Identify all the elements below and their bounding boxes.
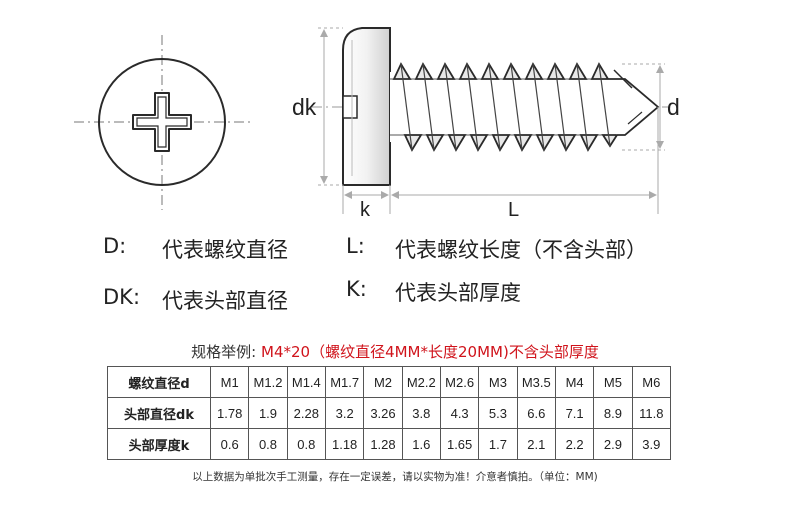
- table-cell: 3.26: [363, 397, 403, 429]
- table-cell: 2.1: [516, 428, 556, 460]
- table-cell: 0.8: [286, 428, 326, 460]
- spec-table: 螺纹直径d M1 M1.2 M1.4 M1.7 M2 M2.2 M2.6 M3 …: [107, 366, 672, 460]
- table-cell: 1.18: [324, 428, 365, 460]
- legend-k-key: K:: [346, 277, 367, 301]
- table-cell: 1.78: [209, 397, 250, 429]
- col-m2: M2: [363, 366, 403, 398]
- legend-d-key: D:: [103, 234, 127, 258]
- measurement-note: 以上数据为单批次手工测量，存在一定误差，请以实物为准！介意者慎拍。（单位：MM): [192, 471, 598, 483]
- head-top-view: [74, 35, 252, 210]
- threaded-shank: [390, 62, 660, 152]
- table-row: 头部厚度k 0.6 0.8 0.8 1.18 1.28 1.6 1.65 1.7…: [107, 428, 672, 460]
- table-cell: 3.8: [401, 397, 441, 429]
- row-label-k: 头部厚度k: [107, 428, 211, 460]
- d-label: d: [667, 94, 680, 120]
- table-row: 头部直径dk 1.78 1.9 2.28 3.2 3.26 3.8 4.3 5.…: [107, 397, 672, 429]
- table-header-row: 螺纹直径d M1 M1.2 M1.4 M1.7 M2 M2.2 M2.6 M3 …: [107, 366, 672, 398]
- screw-head-side: [342, 27, 391, 186]
- col-m3-5: M3.5: [516, 366, 556, 398]
- table-cell: 6.6: [516, 397, 556, 429]
- screw-drawing: dk d k L: [74, 27, 680, 221]
- table-cell: 4.3: [439, 397, 480, 429]
- table-cell: 3.2: [324, 397, 365, 429]
- table-cell: 1.7: [478, 428, 518, 460]
- col-m1-2: M1.2: [248, 366, 288, 398]
- table-cell: 0.6: [209, 428, 250, 460]
- row-label-dk: 头部直径dk: [107, 397, 211, 429]
- table-cell: 2.2: [554, 428, 595, 460]
- col-m1-4: M1.4: [286, 366, 326, 398]
- col-m1-7: M1.7: [324, 366, 365, 398]
- k-label: k: [360, 199, 371, 221]
- dk-label: dk: [292, 94, 317, 120]
- col-m3: M3: [478, 366, 518, 398]
- k-L-dimensions: [342, 107, 659, 214]
- table-cell: 3.9: [631, 428, 672, 460]
- col-m5: M5: [593, 366, 633, 398]
- spec-example-value: M4*20（螺纹直径4MM*长度20MM)不含头部厚度: [261, 343, 599, 361]
- table-cell: 2.9: [593, 428, 633, 460]
- table-cell: 8.9: [593, 397, 633, 429]
- col-m1: M1: [209, 366, 250, 398]
- legend-k-desc: 代表头部厚度: [395, 281, 521, 305]
- table-cell: 2.28: [286, 397, 326, 429]
- col-m2-6: M2.6: [439, 366, 480, 398]
- dk-dimension: [318, 27, 343, 186]
- legend-l-desc: 代表螺纹长度（不含头部）: [395, 238, 647, 262]
- legend-d-desc: 代表螺纹直径: [162, 238, 288, 262]
- legend-l-key: L:: [346, 234, 365, 258]
- table-cell: 1.6: [401, 428, 441, 460]
- col-m6: M6: [631, 366, 672, 398]
- spec-example-label: 规格举例:: [191, 343, 257, 361]
- header-label: 螺纹直径d: [107, 366, 211, 398]
- table-cell: 7.1: [554, 397, 595, 429]
- table-cell: 1.9: [248, 397, 288, 429]
- col-m2-2: M2.2: [401, 366, 441, 398]
- table-cell: 11.8: [631, 397, 672, 429]
- table-cell: 1.65: [439, 428, 480, 460]
- table-cell: 5.3: [478, 397, 518, 429]
- col-m4: M4: [554, 366, 595, 398]
- table-cell: 1.28: [363, 428, 403, 460]
- legend-dk-key: DK:: [103, 285, 141, 309]
- table-cell: 0.8: [248, 428, 288, 460]
- phillips-cross-icon: [132, 92, 192, 152]
- spec-example: 规格举例: M4*20（螺纹直径4MM*长度20MM)不含头部厚度: [0, 341, 790, 362]
- L-label: L: [508, 199, 519, 221]
- legend-dk-desc: 代表头部直径: [162, 289, 288, 313]
